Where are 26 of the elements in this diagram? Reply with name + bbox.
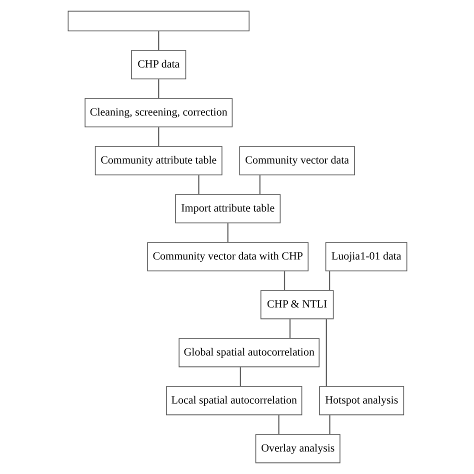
node-box: Community vector data with CHP bbox=[146, 242, 308, 272]
node-box: Local spatial autocorrelation bbox=[166, 386, 302, 416]
node-box: Community attribute table bbox=[94, 146, 222, 176]
connector bbox=[328, 415, 330, 434]
node-box: Community vector data bbox=[238, 146, 354, 176]
node-box: Luojia1-01 data bbox=[324, 242, 407, 272]
node-box: Hotspot analysis bbox=[318, 386, 404, 416]
connector bbox=[258, 175, 260, 194]
node-box: Global spatial autocorrelation bbox=[178, 338, 320, 368]
connector bbox=[198, 175, 199, 194]
connector bbox=[239, 367, 241, 386]
connector bbox=[283, 271, 285, 290]
node-box: CHP & NTLI bbox=[260, 290, 334, 320]
connector bbox=[288, 319, 290, 338]
node-box: CHP data bbox=[130, 50, 186, 80]
connector bbox=[325, 318, 326, 386]
connector bbox=[278, 415, 279, 434]
node-box bbox=[67, 10, 249, 32]
connector bbox=[158, 79, 159, 98]
connector bbox=[226, 223, 228, 242]
connector bbox=[158, 30, 159, 50]
node-box: Import attribute table bbox=[174, 194, 280, 224]
node-box: Cleaning, screening, correction bbox=[84, 98, 232, 128]
connector bbox=[328, 271, 330, 290]
node-box: Overlay analysis bbox=[254, 434, 340, 464]
connector bbox=[158, 127, 159, 146]
